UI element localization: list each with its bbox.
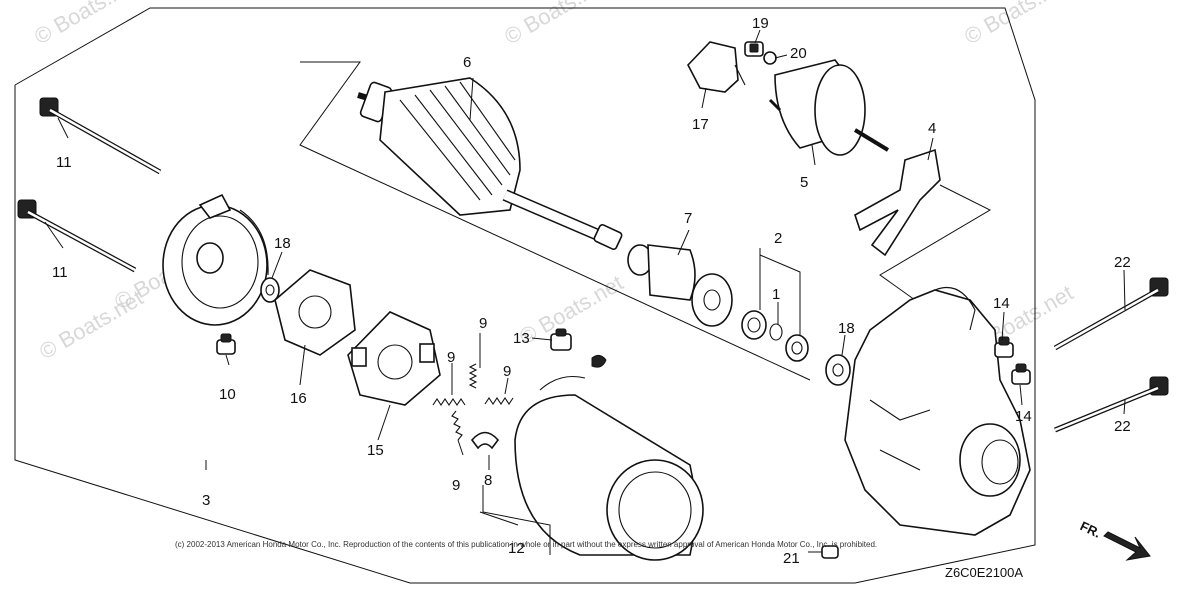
watermark: © Boats.net bbox=[30, 0, 142, 49]
cover-17 bbox=[687, 41, 746, 93]
bolt-22-lower bbox=[1054, 376, 1169, 433]
callout-3: 3 bbox=[202, 492, 210, 509]
callout-13: 13 bbox=[513, 330, 530, 347]
spring-9-c bbox=[484, 397, 514, 405]
nut-14-lower bbox=[1011, 363, 1031, 385]
armature-6 bbox=[357, 77, 623, 251]
front-direction-arrow-icon bbox=[1103, 531, 1151, 561]
callout-19: 19 bbox=[752, 15, 769, 32]
callout-9-left: 9 bbox=[447, 349, 455, 366]
pinion-gear-7 bbox=[627, 244, 733, 327]
watermark: © Boats.net bbox=[500, 0, 612, 49]
brush-plate-16 bbox=[274, 269, 356, 356]
callout-14-lower: 14 bbox=[1015, 408, 1032, 425]
callout-11-lower: 11 bbox=[52, 264, 68, 281]
callout-14-upper: 14 bbox=[993, 295, 1010, 312]
brush-holder-15 bbox=[347, 311, 441, 406]
front-housing bbox=[844, 286, 1031, 536]
spring-9-d bbox=[451, 410, 463, 441]
callout-16: 16 bbox=[290, 390, 307, 407]
callout-labels: 11 11 18 10 16 15 3 6 7 9 9 9 9 8 13 12 … bbox=[52, 15, 1131, 567]
washer-20 bbox=[763, 51, 777, 65]
callout-11-upper: 11 bbox=[56, 154, 72, 171]
nut-19 bbox=[744, 41, 764, 57]
brush-clip-8 bbox=[470, 431, 500, 450]
assembly-outline bbox=[14, 7, 1036, 584]
callout-9-top: 9 bbox=[479, 315, 487, 332]
callout-17: 17 bbox=[692, 116, 709, 133]
nut-10 bbox=[216, 333, 236, 355]
callout-6: 6 bbox=[463, 54, 471, 71]
spring-9-a bbox=[432, 398, 466, 406]
copyright-notice: (c) 2002-2013 American Honda Motor Co., … bbox=[175, 540, 878, 549]
callout-9-right: 9 bbox=[503, 363, 511, 380]
washer-18-right bbox=[825, 354, 851, 386]
diagram-code: Z6C0E2100A bbox=[945, 565, 1024, 580]
callout-4: 4 bbox=[928, 120, 936, 137]
snap-ring-1 bbox=[769, 323, 783, 341]
through-bolt-11-upper bbox=[39, 97, 162, 175]
nut-13 bbox=[550, 328, 572, 351]
washer-18-left bbox=[260, 277, 280, 303]
leader-lines bbox=[44, 29, 1126, 555]
callout-22-lower: 22 bbox=[1114, 418, 1131, 435]
callout-5: 5 bbox=[800, 174, 808, 191]
spring-9-b bbox=[468, 363, 478, 389]
callout-7: 7 bbox=[684, 210, 692, 227]
callout-21: 21 bbox=[783, 550, 800, 567]
through-bolt-11-lower bbox=[17, 199, 137, 273]
yoke-12 bbox=[514, 354, 704, 561]
nut-14-upper bbox=[994, 336, 1014, 358]
callout-9-bottom: 9 bbox=[452, 477, 460, 494]
washer-2 bbox=[741, 310, 767, 340]
shift-lever-4 bbox=[854, 148, 941, 257]
armature-outline bbox=[299, 61, 811, 381]
washer-2b bbox=[785, 334, 809, 362]
solenoid-5 bbox=[768, 59, 890, 156]
bolt-22-upper bbox=[1053, 277, 1169, 351]
callout-18-right: 18 bbox=[838, 320, 855, 337]
callout-22-upper: 22 bbox=[1114, 254, 1131, 271]
callout-1: 1 bbox=[772, 286, 780, 303]
callout-10: 10 bbox=[219, 386, 236, 403]
callout-18-left: 18 bbox=[274, 235, 291, 252]
solenoid-outline bbox=[879, 184, 992, 301]
callout-2: 2 bbox=[774, 230, 782, 247]
callout-15: 15 bbox=[367, 442, 384, 459]
rear-cover bbox=[162, 193, 269, 326]
callout-20: 20 bbox=[790, 45, 807, 62]
callout-8: 8 bbox=[484, 472, 492, 489]
callout-12: 12 bbox=[508, 540, 525, 557]
